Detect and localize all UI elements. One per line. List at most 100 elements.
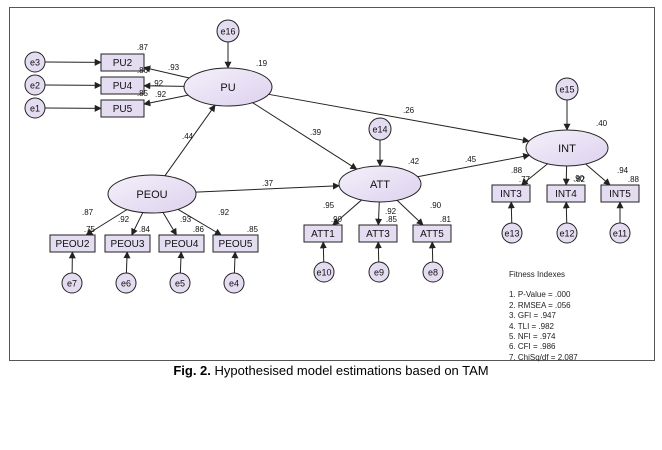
loading-value: .90 xyxy=(430,201,442,210)
error-node-e14 xyxy=(368,117,392,141)
indicator-r2-pu4: .86 xyxy=(137,66,149,75)
indicator-box-pu2 xyxy=(100,53,145,72)
path-arrow-pu-int xyxy=(268,93,530,144)
error-label-e9: e9 xyxy=(374,267,384,277)
error-node-e6 xyxy=(115,272,137,294)
indicator-box-att3 xyxy=(358,224,398,243)
indicator-label-pu4: PU4 xyxy=(113,81,133,92)
loading-value: .87 xyxy=(82,208,94,217)
indicator-box-int4 xyxy=(546,184,586,203)
loading-value: .93 xyxy=(180,215,192,224)
latent-label-pu: PU xyxy=(220,82,235,94)
figure-caption: Fig. 2. Hypothesised model estimations b… xyxy=(0,363,662,378)
indicator-r2-peou5: .85 xyxy=(247,225,259,234)
fitness-item: 2. RMSEA = .056 xyxy=(509,300,571,310)
error-label-e10: e10 xyxy=(316,267,331,277)
error-label-e6: e6 xyxy=(121,278,131,288)
loading-arrow-peou5 xyxy=(177,208,222,236)
latent-label-peou: PEOU xyxy=(136,189,167,201)
error-label-e15: e15 xyxy=(559,84,574,94)
error-label-e13: e13 xyxy=(504,228,519,238)
error-node-e5 xyxy=(169,272,191,294)
indicator-r2-pu5: .85 xyxy=(137,89,149,98)
error-node-e9 xyxy=(368,261,390,283)
error-label-e16: e16 xyxy=(220,26,235,36)
error-node-e12 xyxy=(556,222,578,244)
error-label-e12: e12 xyxy=(559,228,574,238)
loading-value: .90 xyxy=(573,174,585,183)
loading-value: .94 xyxy=(617,166,629,175)
caption-text: Hypothesised model estimations based on … xyxy=(214,363,489,378)
fitness-item: 7. ChiSq/df = 2.087 xyxy=(509,352,578,362)
loading-arrow-peou3 xyxy=(131,212,144,236)
path-coefficient: .39 xyxy=(310,128,322,137)
indicator-r2-att3: .85 xyxy=(386,215,398,224)
fitness-item: 1. P-Value = .000 xyxy=(509,290,571,300)
loading-arrow-peou4 xyxy=(162,212,177,236)
indicator-box-int5 xyxy=(600,184,640,203)
indicator-box-int3 xyxy=(491,184,531,203)
loading-value: .92 xyxy=(155,90,167,99)
loading-value: .95 xyxy=(323,201,335,210)
error-node-e11 xyxy=(609,222,631,244)
indicator-r2-peou3: .84 xyxy=(139,225,151,234)
error-arrow-e5 xyxy=(177,251,185,274)
loading-arrow-int5 xyxy=(585,163,611,186)
loading-arrow-peou2 xyxy=(85,209,128,236)
loading-arrow-att1 xyxy=(332,199,362,226)
indicator-label-peou3: PEOU3 xyxy=(111,239,145,250)
loading-value: .92 xyxy=(152,79,164,88)
indicator-label-att3: ATT3 xyxy=(366,229,390,240)
fitness-item: 3. GFI = .947 xyxy=(509,311,556,321)
latent-r2-pu: .19 xyxy=(256,59,268,68)
loading-arrow-pu4 xyxy=(143,82,185,90)
path-coefficient: .44 xyxy=(182,132,194,141)
error-arrow-e8 xyxy=(428,241,436,263)
fitness-indexes: Fitness Indexes 1. P-Value = .000 2. RMS… xyxy=(509,270,578,363)
error-label-e11: e11 xyxy=(613,228,627,238)
error-node-e10 xyxy=(313,261,335,283)
indicator-r2-peou4: .86 xyxy=(193,225,205,234)
loading-value: .92 xyxy=(118,215,130,224)
loading-arrow-att5 xyxy=(396,199,424,226)
path-coefficient: .37 xyxy=(262,179,274,188)
indicator-label-pu5: PU5 xyxy=(113,104,133,115)
path-coefficient: .26 xyxy=(403,106,415,115)
indicator-box-pu5 xyxy=(100,99,145,118)
indicator-label-peou2: PEOU2 xyxy=(56,239,90,250)
latent-label-int: INT xyxy=(558,143,576,155)
indicator-r2-pu2: .87 xyxy=(137,43,149,52)
latent-r2-att: .42 xyxy=(408,157,420,166)
loading-arrow-att3 xyxy=(375,201,383,226)
indicator-label-int4: INT4 xyxy=(555,189,577,200)
indicator-r2-att5: .81 xyxy=(440,215,452,224)
latent-r2-int: .40 xyxy=(596,119,608,128)
indicator-box-peou5 xyxy=(212,234,259,253)
error-arrow-e6 xyxy=(123,251,131,274)
error-node-e7 xyxy=(61,272,83,294)
indicator-r2-int5: .88 xyxy=(628,175,640,184)
error-arrow-e12 xyxy=(562,201,570,224)
path-arrow-att-int xyxy=(417,152,531,178)
loading-arrow-pu5 xyxy=(143,94,189,107)
path-arrow-pu-att xyxy=(252,102,358,170)
error-label-e8: e8 xyxy=(428,267,438,277)
error-arrow-e10 xyxy=(319,241,327,263)
indicator-label-peou5: PEOU5 xyxy=(219,239,253,250)
indicator-label-peou4: PEOU4 xyxy=(165,239,199,250)
latent-node-peou xyxy=(107,174,197,214)
error-node-e15 xyxy=(555,77,579,101)
error-arrow-e13 xyxy=(507,201,515,224)
error-label-e7: e7 xyxy=(67,278,77,288)
latent-label-att: ATT xyxy=(370,179,390,191)
loading-arrow-int3 xyxy=(520,163,548,186)
indicator-box-att1 xyxy=(303,224,343,243)
fitness-item: 6. CFI = .986 xyxy=(509,342,556,352)
indicator-label-int5: INT5 xyxy=(609,189,631,200)
error-node-e4 xyxy=(223,272,245,294)
loading-value: .93 xyxy=(168,63,180,72)
path-arrow-peou-pu xyxy=(164,104,216,177)
error-label-e4: e4 xyxy=(229,278,239,288)
